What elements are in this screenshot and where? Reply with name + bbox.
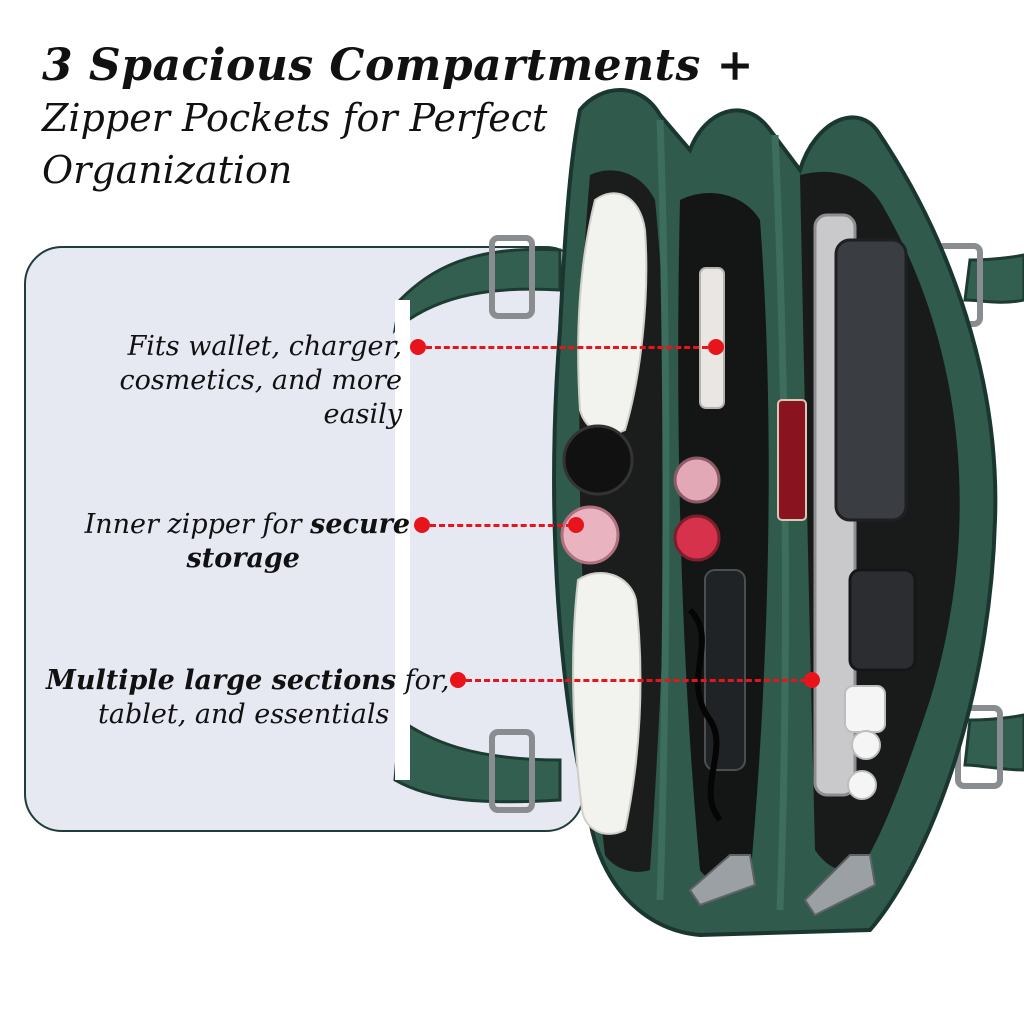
callout-1-line1: Fits wallet, charger, (127, 331, 402, 362)
callout-1-dot-end (708, 339, 724, 355)
lip-gloss-tube (699, 267, 725, 409)
charger-block (848, 568, 917, 672)
callout-3-dot-start (450, 672, 466, 688)
callout-3-dot-end (804, 672, 820, 688)
callout-inner-zipper: Inner zipper for secure storage (60, 508, 410, 576)
callout-2-dot-start (414, 517, 430, 533)
lipstick-pink (560, 505, 620, 565)
headline-subtitle-line2: Organization (42, 148, 293, 192)
compact-mirror (562, 424, 634, 496)
callout-large-sections: Multiple large sections for, tablet, and… (46, 664, 456, 732)
callout-2-line2: storage (60, 542, 410, 576)
zipper-pulls (688, 854, 877, 917)
callout-3-line1-plain: for, (396, 665, 450, 696)
lip-balm (673, 456, 721, 504)
power-bank (834, 238, 908, 522)
callout-2-line1-plain: Inner zipper for (84, 509, 311, 540)
callout-3-line1-bold: Multiple large sections (46, 665, 397, 696)
callout-3-line1: Multiple large sections for, (46, 664, 456, 698)
phone (704, 569, 746, 771)
callout-1-leader-line (426, 346, 708, 349)
lipstick-tube (777, 399, 807, 521)
charging-cable (687, 607, 723, 822)
callout-2-line2-bold: storage (186, 543, 300, 574)
headline-title: 3 Spacious Compartments + (42, 40, 754, 91)
earbuds (844, 685, 886, 800)
headline-subtitle-line1: Zipper Pockets for Perfect (42, 96, 548, 140)
callout-2-leader-line (430, 524, 572, 527)
callout-3-line2: tablet, and essentials (98, 699, 390, 730)
callout-2-line1-bold: secure (310, 509, 410, 540)
headline: 3 Spacious Compartments + Zipper Pockets… (42, 40, 754, 196)
lipstick-red (673, 514, 721, 562)
tissue-pack (572, 192, 648, 835)
callout-storage-items: Fits wallet, charger, cosmetics, and mor… (62, 330, 402, 432)
callout-2-line1: Inner zipper for secure (60, 508, 410, 542)
callout-2-dot-end (568, 517, 584, 533)
callout-1-dot-start (410, 339, 426, 355)
callout-1-line2: cosmetics, and more easily (119, 365, 402, 430)
left-handle (392, 247, 562, 804)
callout-3-leader-line (466, 679, 806, 682)
